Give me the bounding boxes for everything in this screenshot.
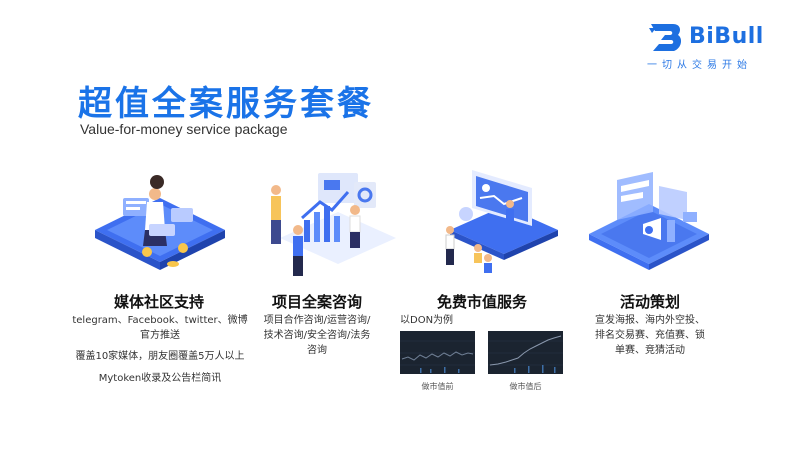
market-value-illustration [445, 170, 558, 273]
project-consulting-illustration [271, 173, 396, 276]
media-text-line-4: Mytoken收录及公告栏简讯 [98, 373, 222, 384]
brand-slogan: 一切从交易开始 [647, 60, 752, 71]
after-market-chart-plot [488, 335, 563, 373]
consulting-text-line-2: 技术咨询/安全咨询/法务 [263, 330, 371, 341]
before-market-chart-plot [400, 340, 475, 373]
consulting-text-line-3: 咨询 [307, 345, 327, 356]
events-text-line-3: 单赛、竞猜活动 [615, 345, 685, 356]
column-title-media: 媒体社区支持 [113, 293, 204, 311]
bull-logo-icon [649, 24, 682, 51]
media-text-line-2: 官方推送 [140, 330, 180, 341]
after-market-chart [488, 331, 563, 374]
column-title-market-value: 免费市值服务 [436, 293, 527, 311]
market-value-example-text: 以DON为例 [400, 315, 454, 326]
consulting-text-line-1: 项目合作咨询/运营咨询/ [263, 315, 371, 326]
page-subtitle: Value-for-money service package [80, 121, 288, 137]
column-title-events: 活动策划 [619, 293, 680, 311]
media-community-illustration [95, 175, 225, 270]
media-text-line-3: 覆盖10家媒体，朋友圈覆盖5万人以上 [75, 351, 245, 362]
events-text-line-2: 排名交易赛、充值赛、锁 [595, 330, 705, 341]
events-text-line-1: 宣发海报、海内外空投、 [595, 315, 705, 326]
before-market-caption: 做市值前 [421, 382, 454, 391]
column-title-consulting: 项目全案咨询 [271, 293, 362, 311]
page-title: 超值全案服务套餐 [78, 84, 374, 124]
brand-name: BiBull [689, 24, 764, 49]
brand-logo: BiBull 一切从交易开始 [647, 16, 767, 72]
event-planning-illustration [589, 172, 709, 270]
before-market-chart [400, 331, 475, 374]
after-market-caption: 做市值后 [509, 382, 542, 391]
media-text-line-1: telegram、Facebook、twitter、微博 [72, 315, 248, 326]
